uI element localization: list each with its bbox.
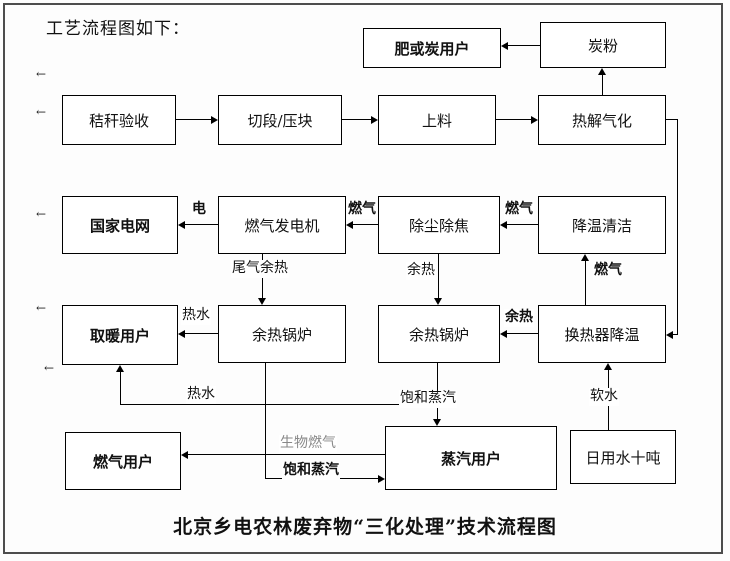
- arrowhead-right-icon: [371, 116, 378, 124]
- node-steam-user: 蒸汽用户: [385, 426, 557, 490]
- connector-hot-water-horizontal-line: [120, 404, 438, 405]
- connector-cleaning-to-dust-line: [507, 224, 538, 225]
- node-daily-water-ten-tons: 日用水十吨: [570, 430, 676, 484]
- caption-text: 工艺流程图如下：: [46, 19, 190, 39]
- arrowhead-up-icon: [604, 363, 612, 370]
- connector-straw-to-cutting-line: [176, 119, 211, 120]
- arrowhead-right-icon: [531, 116, 538, 124]
- connector-biogas-line: [188, 454, 385, 455]
- arrowhead-left-icon: [181, 451, 188, 459]
- formatting-mark-icon: ←: [36, 301, 47, 315]
- node-gas-user: 燃气用户: [65, 432, 181, 490]
- formatting-mark-icon: ←: [44, 361, 55, 375]
- edge-label-waste-heat-down: 余热: [406, 262, 436, 280]
- arrowhead-left-icon: [346, 221, 353, 229]
- arrowhead-down-icon: [434, 298, 442, 305]
- connector-cutting-to-feeding-line: [342, 119, 371, 120]
- arrowhead-left-icon: [178, 221, 185, 229]
- connector-feeding-to-pyrolysis-line: [496, 119, 531, 120]
- node-charcoal-powder: 炭粉: [540, 22, 666, 68]
- edge-label-electricity: 电: [191, 201, 207, 219]
- connector-hot-water-up-line: [120, 372, 121, 404]
- node-waste-heat-boiler-right: 余热锅炉: [378, 305, 500, 363]
- arrowhead-left-icon: [501, 42, 508, 50]
- edge-label-hot-water-upper: 热水: [181, 307, 211, 325]
- connector-pyrolysis-to-charcoal-line: [602, 75, 603, 95]
- arrowhead-down-icon: [258, 298, 266, 305]
- arrowhead-right-icon: [378, 475, 385, 483]
- connector-pyrolysis-right-line: [666, 119, 678, 120]
- edge-label-hot-water-lower: 热水: [186, 386, 216, 404]
- diagram-title: 北京乡电农林废弃物“三化处理”技术流程图: [173, 516, 557, 538]
- edge-label-waste-heat-left: 余热: [504, 309, 534, 327]
- node-state-grid: 国家电网: [62, 196, 178, 254]
- node-waste-heat-boiler-left: 余热锅炉: [218, 305, 346, 363]
- arrowhead-right-icon: [211, 116, 218, 124]
- formatting-mark-icon: ←: [36, 67, 47, 81]
- connector-generator-to-grid-line: [185, 224, 218, 225]
- arrowhead-left-icon: [500, 221, 507, 229]
- edge-label-tail-gas-heat: 尾气余热: [231, 260, 289, 278]
- connector-boiler-left-down-line: [265, 363, 266, 479]
- connector-right-edge-vertical-line: [677, 119, 678, 335]
- edge-label-saturated-steam-mid: 饱和蒸汽: [399, 390, 457, 408]
- arrowhead-left-icon: [666, 331, 673, 339]
- node-heat-exchanger-cooling: 换热器降温: [538, 305, 666, 363]
- arrowhead-down-icon: [433, 419, 441, 426]
- node-pyrolysis-gasification: 热解气化: [538, 95, 666, 145]
- formatting-mark-icon: ←: [36, 207, 47, 221]
- arrowhead-up-icon: [116, 365, 124, 372]
- node-gas-generator: 燃气发电机: [218, 196, 346, 254]
- edge-label-gas-to-dust: 燃气: [504, 201, 534, 219]
- node-fertilizer-or-charcoal-user: 肥或炭用户: [363, 28, 501, 68]
- node-feeding: 上料: [378, 95, 496, 145]
- edge-label-gas-to-generator: 燃气: [347, 201, 377, 219]
- node-straw-acceptance: 秸秆验收: [62, 95, 176, 145]
- edge-label-saturated-steam-bottom: 饱和蒸汽: [282, 462, 340, 480]
- connector-dust-to-generator-line: [353, 224, 378, 225]
- arrowhead-left-icon: [178, 330, 185, 338]
- connector-exchanger-to-boiler-right-line: [507, 333, 538, 334]
- formatting-mark-icon: ←: [36, 105, 47, 119]
- connector-dust-to-boiler-right-line: [438, 254, 439, 298]
- connector-into-heat-exchanger-line: [673, 334, 678, 335]
- node-cooling-cleaning: 降温清洁: [538, 196, 666, 254]
- arrowhead-up-icon: [581, 254, 589, 261]
- arrowhead-left-icon: [500, 330, 507, 338]
- connector-charcoal-to-fertilizer-line: [508, 45, 540, 46]
- edge-label-biogas: 生物燃气: [279, 435, 337, 453]
- node-dust-tar-removal: 除尘除焦: [378, 196, 500, 254]
- node-heating-user: 取暖用户: [62, 305, 178, 365]
- connector-boiler-left-to-heating-line: [185, 333, 218, 334]
- connector-exchanger-to-cleaning-line: [585, 261, 586, 305]
- page-border: [3, 3, 723, 554]
- arrowhead-up-icon: [598, 68, 606, 75]
- edge-label-soft-water: 软水: [589, 388, 619, 406]
- node-cutting-briquetting: 切段/压块: [218, 95, 342, 145]
- edge-label-gas-up: 燃气: [593, 262, 623, 280]
